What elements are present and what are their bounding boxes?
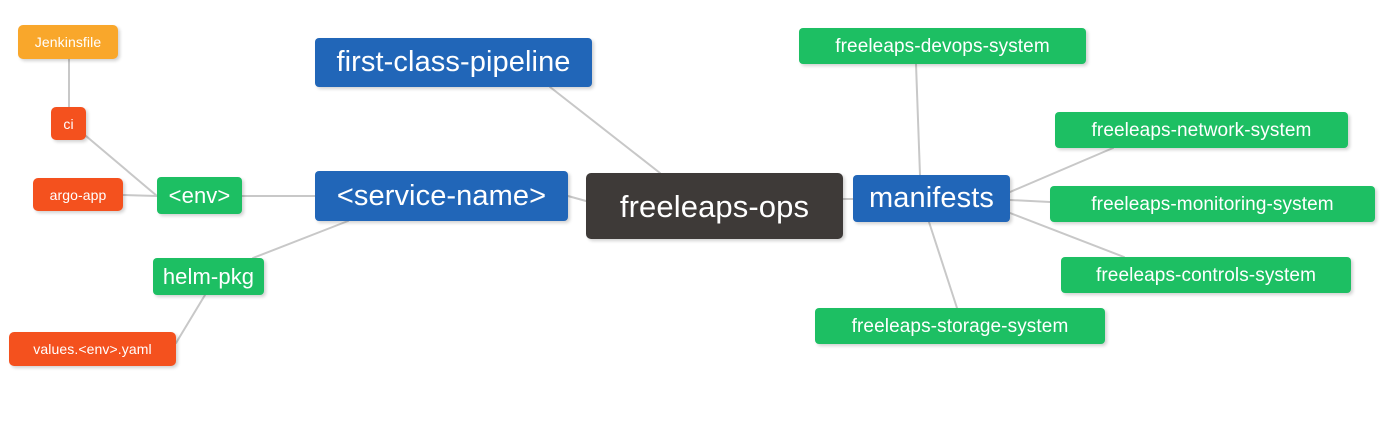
node-freeleaps-network-system[interactable]: freeleaps-network-system xyxy=(1055,112,1348,148)
node-freeleaps-devops-system[interactable]: freeleaps-devops-system xyxy=(799,28,1086,64)
node-freeleaps-monitoring-system[interactable]: freeleaps-monitoring-system xyxy=(1050,186,1375,222)
node-freeleaps-storage-system[interactable]: freeleaps-storage-system xyxy=(815,308,1105,344)
edge-helm-pkg-to-service-name xyxy=(252,220,349,259)
node-ci[interactable]: ci xyxy=(51,107,86,140)
edge-argo-app-to-env xyxy=(122,194,158,197)
node-values-yaml[interactable]: values.<env>.yaml xyxy=(9,332,176,366)
node-helm-pkg[interactable]: helm-pkg xyxy=(153,258,264,295)
edge-first-class-pipeline-to-freeleaps-ops xyxy=(549,86,661,174)
node-manifests[interactable]: manifests xyxy=(853,175,1010,222)
edge-manifests-to-freeleaps-monitoring-system xyxy=(1009,199,1051,203)
node-freeleaps-ops[interactable]: freeleaps-ops xyxy=(586,173,843,239)
node-freeleaps-controls-system[interactable]: freeleaps-controls-system xyxy=(1061,257,1351,293)
node-argo-app[interactable]: argo-app xyxy=(33,178,123,211)
node-jenkinsfile[interactable]: Jenkinsfile xyxy=(18,25,118,59)
edge-manifests-to-freeleaps-storage-system xyxy=(928,221,958,309)
node-env[interactable]: <env> xyxy=(157,177,242,214)
edge-values-yaml-to-helm-pkg xyxy=(175,294,206,344)
node-first-class-pipeline[interactable]: first-class-pipeline xyxy=(315,38,592,87)
node-service-name[interactable]: <service-name> xyxy=(315,171,568,221)
edge-service-name-to-freeleaps-ops xyxy=(567,195,587,202)
edge-manifests-to-freeleaps-devops-system xyxy=(915,63,921,176)
